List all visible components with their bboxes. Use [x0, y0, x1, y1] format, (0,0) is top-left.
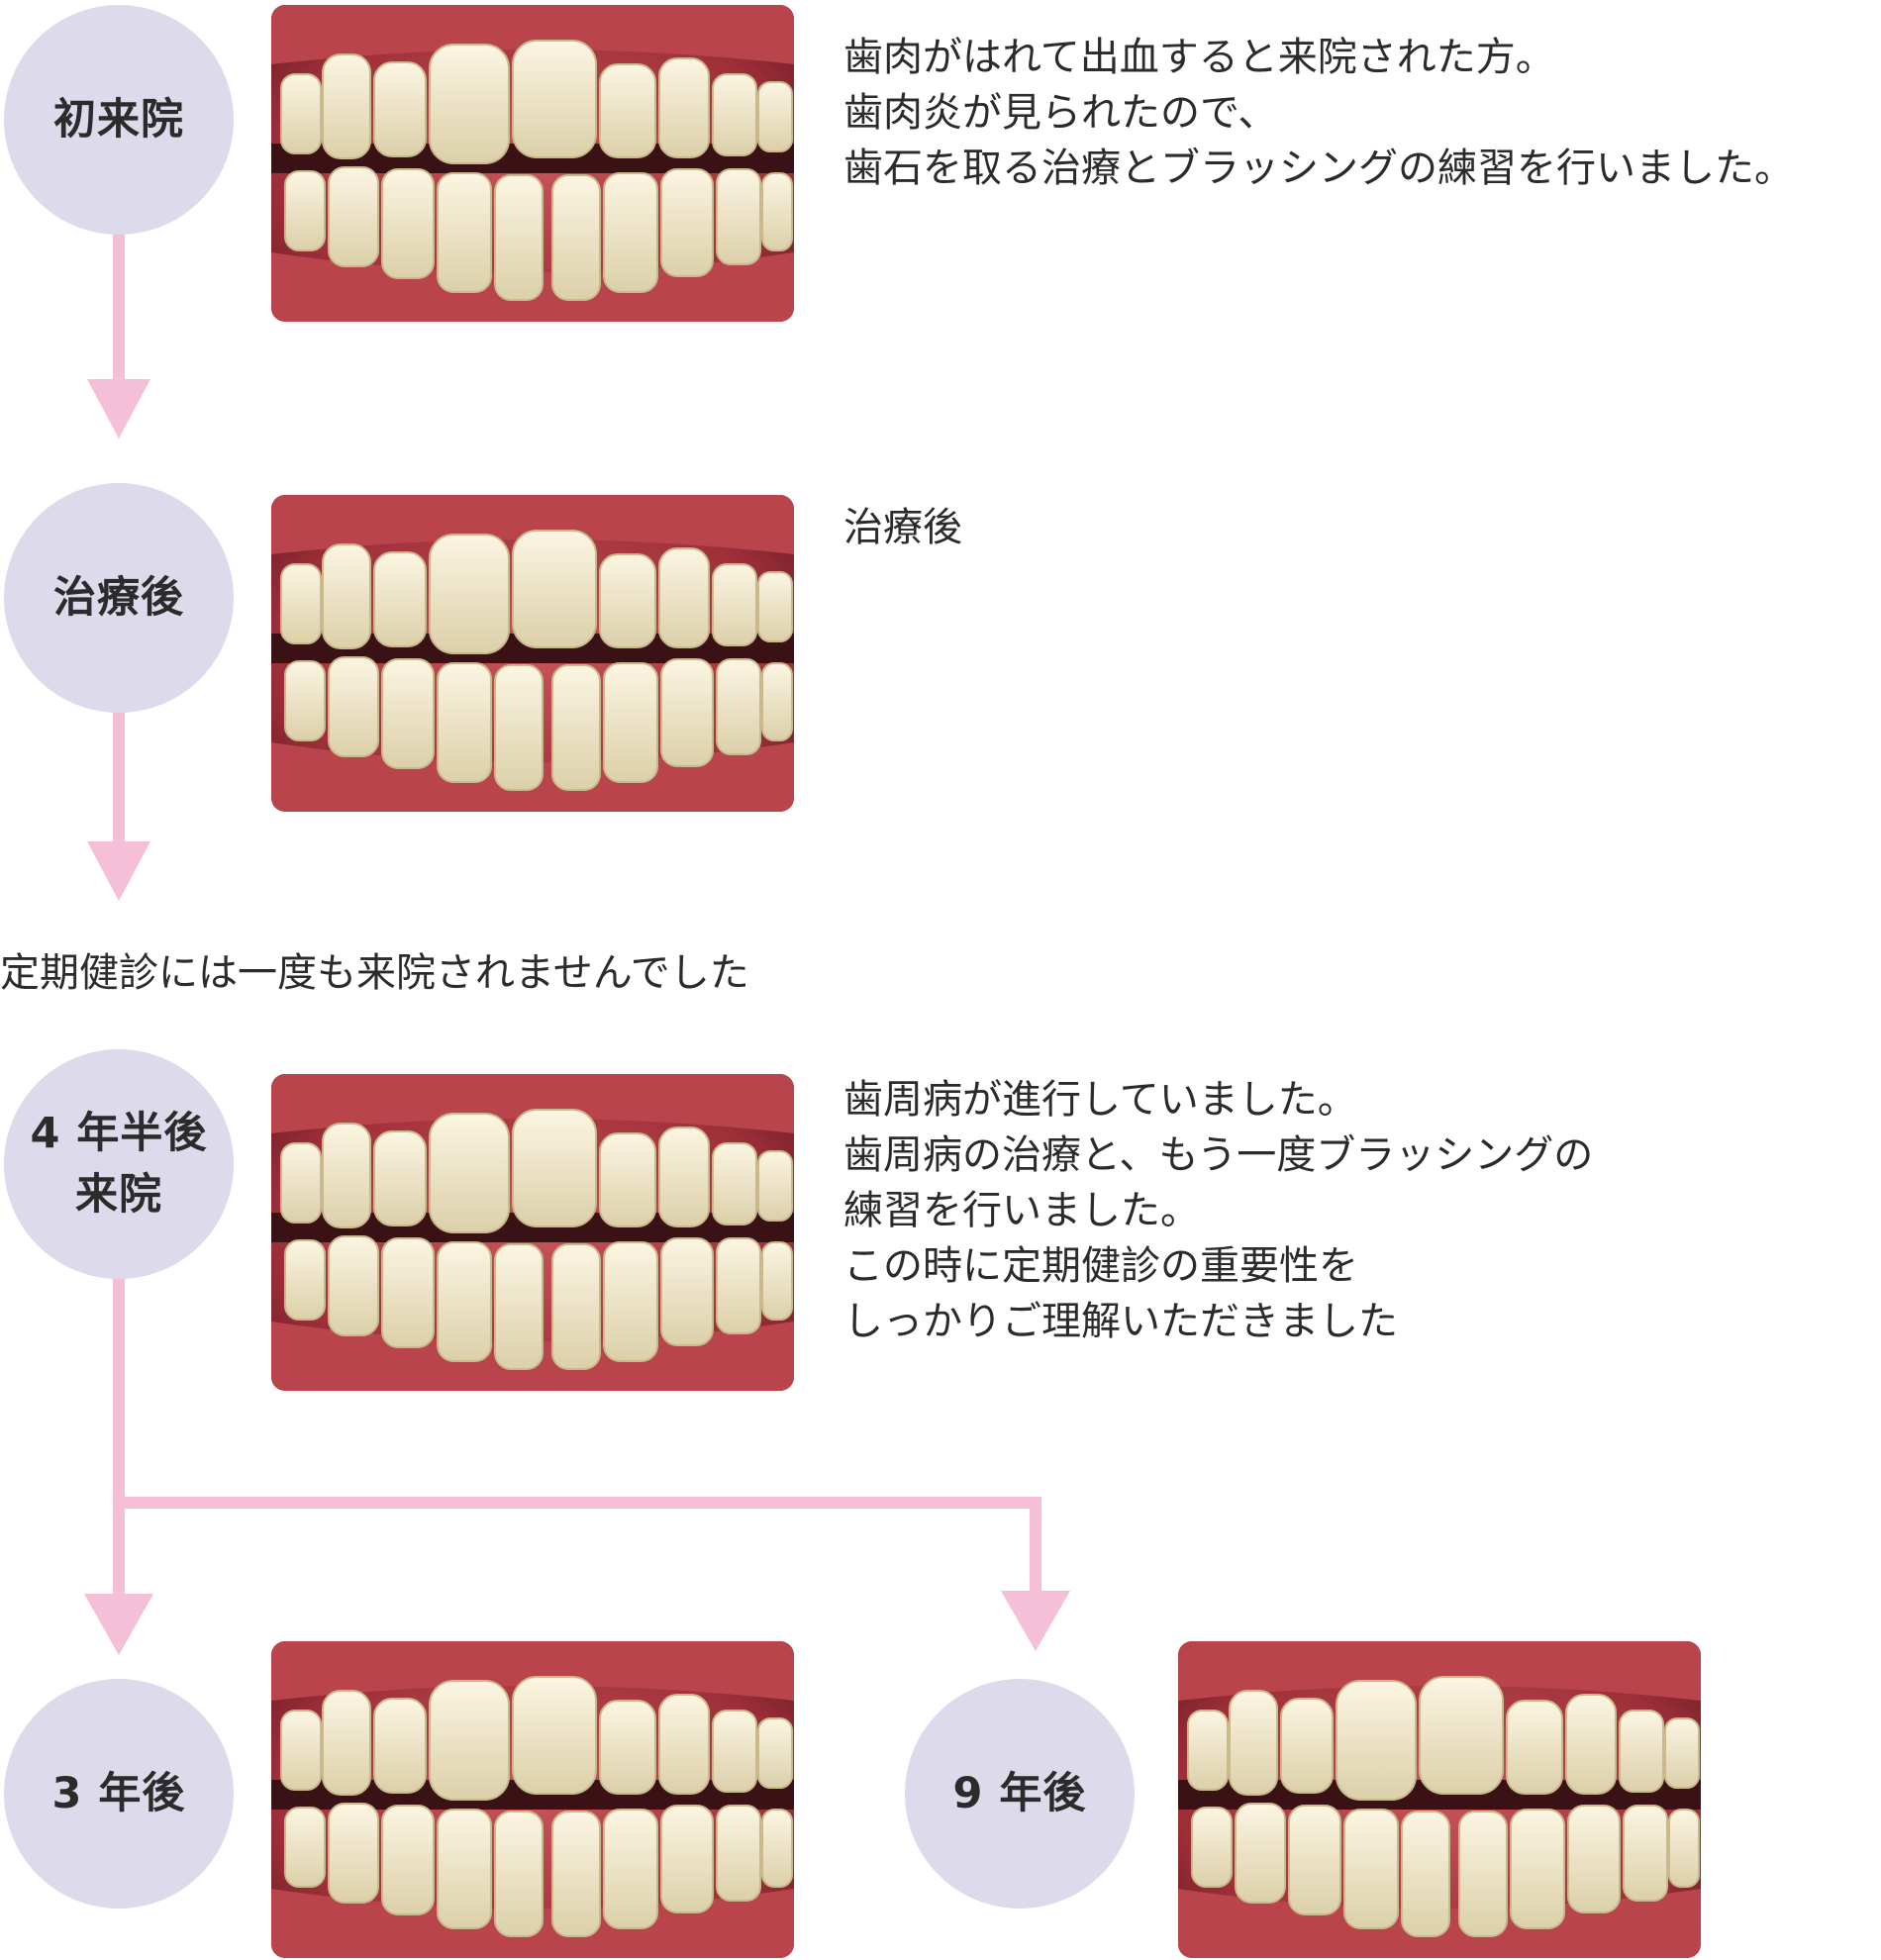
teeth-photo-3-years-later — [271, 1641, 794, 1958]
description-line: 歯肉炎が見られたので、 — [843, 90, 1278, 136]
arrow-stage3-to-stage4 — [84, 1277, 153, 1655]
stage-description-after-treatment: 治療後 — [843, 500, 962, 555]
description-line: しっかりご理解いただきました — [843, 1299, 1398, 1344]
arrow-stage1-to-stage2 — [87, 228, 150, 439]
stage-circle-3-years-later: 3 年後 — [4, 1679, 234, 1909]
description-line: 歯周病が進行していました。 — [843, 1077, 1357, 1123]
teeth-photo-after-treatment — [271, 495, 794, 812]
stage-circle-4-5-years-later: 4 年半後 来院 — [4, 1049, 234, 1279]
description-line: 歯周病の治療と、もう一度ブラッシングの — [843, 1132, 1594, 1178]
stage-circle-initial-visit: 初来院 — [4, 5, 234, 235]
arrow-stage3-to-stage5 — [113, 1497, 1070, 1651]
description-line: 歯肉がはれて出血すると来院された方。 — [843, 35, 1555, 80]
stage-circle-after-treatment: 治療後 — [4, 483, 234, 713]
stage-description-initial-visit: 歯肉がはれて出血すると来院された方。 歯肉炎が見られたので、 歯石を取る治療とブ… — [843, 30, 1794, 196]
description-line: 歯石を取る治療とブラッシングの練習を行いました。 — [843, 146, 1794, 191]
teeth-photo-initial-visit — [271, 5, 794, 322]
teeth-photo-9-years-later — [1178, 1641, 1701, 1958]
stage-description-4-5-years-later: 歯周病が進行していました。 歯周病の治療と、もう一度ブラッシングの 練習を行いま… — [843, 1072, 1593, 1349]
arrow-stage2-to-note — [87, 708, 150, 901]
stage-circle-9-years-later: 9 年後 — [905, 1679, 1135, 1909]
description-line: この時に定期健診の重要性を — [843, 1243, 1358, 1289]
description-line: 治療後 — [843, 505, 962, 550]
description-line: 練習を行いました。 — [843, 1188, 1200, 1233]
teeth-photo-4-5-years-later — [271, 1074, 794, 1391]
no-checkup-note: 定期健診には一度も来院されませんでした — [0, 950, 749, 996]
